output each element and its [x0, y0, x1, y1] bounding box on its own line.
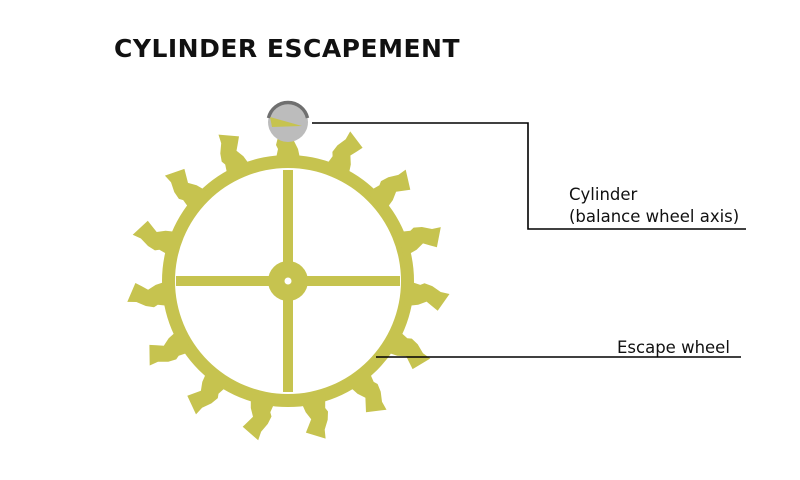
cylinder-label-line1: Cylinder: [569, 185, 638, 204]
escape-wheel-tooth: [299, 393, 328, 439]
arbor-hole: [284, 277, 292, 285]
cylinder: [266, 100, 310, 142]
cylinder-rim: [266, 100, 310, 119]
cylinder-notch: [270, 117, 302, 127]
escape-wheel-tooth: [396, 227, 441, 257]
escape-wheel-label: Escape wheel: [617, 338, 730, 357]
cylinder-label-line2: (balance wheel axis): [569, 207, 740, 226]
escape-wheel-tooth: [187, 368, 230, 415]
escape-wheel-tooth: [383, 328, 431, 370]
escape-wheel-tooth: [404, 280, 450, 311]
escape-wheel-tooth: [242, 393, 277, 441]
escape-wheel-tooth: [218, 134, 252, 179]
escape-wheel-tooth: [164, 168, 209, 212]
escape-wheel-teeth: [127, 119, 450, 441]
escape-wheel-tooth: [367, 169, 411, 212]
leader-lines: [312, 122, 746, 358]
cylinder-label: Cylinder (balance wheel axis): [569, 184, 739, 228]
escape-wheel-tooth: [132, 220, 180, 257]
escape-wheel: [127, 119, 450, 441]
diagram-title: CYLINDER ESCAPEMENT: [114, 34, 460, 63]
escape-wheel-tooth: [324, 131, 363, 179]
cylinder-leader-line: [312, 122, 746, 230]
escape-wheel-tooth: [149, 328, 193, 366]
cylinder-body: [268, 102, 308, 142]
escape-wheel-tooth: [346, 368, 387, 413]
escape-wheel-tooth: [127, 280, 172, 308]
